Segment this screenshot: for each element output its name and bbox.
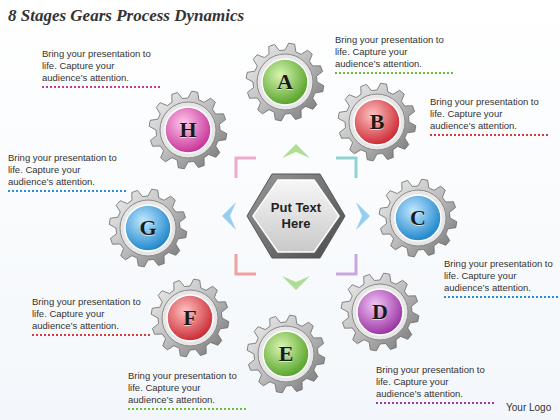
- stage-gear: F: [150, 278, 230, 358]
- chevron-left: [222, 202, 236, 230]
- gear-rim: [258, 326, 314, 382]
- stage-gear: H: [148, 90, 228, 170]
- node-text-holder: Put Text Here: [246, 173, 346, 259]
- gear-teeth: [379, 179, 457, 257]
- gear-rim: [349, 94, 405, 150]
- gear-rim: [120, 200, 176, 256]
- stage-gear: G: [108, 188, 188, 268]
- stage-letter: B: [370, 109, 385, 135]
- stage-letter: D: [372, 299, 388, 325]
- node-text-holder: C: [378, 178, 458, 258]
- node-text-holder: H: [148, 90, 228, 170]
- node-text-holder: A: [245, 42, 325, 122]
- corner-bracket: [336, 158, 356, 178]
- gear-rim: [160, 102, 216, 158]
- logo-placeholder: Your Logo: [506, 402, 551, 413]
- callout-text: Bring your presentation to life. Capture…: [335, 34, 453, 74]
- chevron-down: [282, 276, 310, 290]
- gear-teeth: [338, 83, 416, 161]
- corner-bracket: [236, 158, 256, 178]
- chevron-up: [282, 144, 310, 158]
- gear-teeth: [151, 279, 229, 357]
- stage-gear: C: [378, 178, 458, 258]
- hexagon-face: [253, 180, 339, 252]
- callout-text: Bring your presentation to life. Capture…: [42, 48, 160, 88]
- node-text-holder: E: [246, 314, 326, 394]
- center-text: Put Text Here: [265, 200, 327, 232]
- callout-text: Bring your presentation to life. Capture…: [376, 364, 494, 404]
- gear-teeth: [109, 189, 187, 267]
- node-text-holder: G: [108, 188, 188, 268]
- node-text-holder: D: [340, 272, 420, 352]
- stage-letter: C: [410, 205, 426, 231]
- gear-hub: [395, 195, 441, 241]
- gear-hub: [167, 295, 213, 341]
- hexagon-ring: [247, 174, 345, 258]
- slide-title: 8 Stages Gears Process Dynamics: [8, 6, 244, 26]
- gear-teeth: [341, 273, 419, 351]
- center-brackets: [236, 158, 356, 274]
- stage-letter: A: [277, 69, 293, 95]
- stage-letter: G: [139, 215, 156, 241]
- stage-gear: E: [246, 314, 326, 394]
- gear-hub: [354, 99, 400, 145]
- stage-letter: F: [183, 305, 196, 331]
- gear-hub: [263, 331, 309, 377]
- node-text-holder: F: [150, 278, 230, 358]
- gear-rim: [390, 190, 446, 246]
- callout-text: Bring your presentation to life. Capture…: [8, 152, 126, 192]
- gear-teeth: [247, 315, 325, 393]
- center-hexagon: Put Text Here: [246, 173, 346, 259]
- gear-rim: [257, 54, 313, 110]
- stage-letter: E: [279, 341, 294, 367]
- chevron-right: [356, 202, 370, 230]
- node-text-holder: B: [337, 82, 417, 162]
- stage-gear: B: [337, 82, 417, 162]
- callout-text: Bring your presentation to life. Capture…: [444, 258, 560, 298]
- gear-hub: [357, 289, 403, 335]
- stage-gear: A: [245, 42, 325, 122]
- stage-letter: H: [179, 117, 196, 143]
- gear-rim: [352, 284, 408, 340]
- gear-hub: [262, 59, 308, 105]
- direction-chevrons: [222, 144, 370, 290]
- gear-hub: [125, 205, 171, 251]
- callout-text: Bring your presentation to life. Capture…: [32, 296, 150, 336]
- gear-hub: [165, 107, 211, 153]
- corner-bracket: [336, 254, 356, 274]
- callout-text: Bring your presentation to life. Capture…: [430, 96, 548, 136]
- gear-teeth: [246, 43, 324, 121]
- gear-teeth: [149, 91, 227, 169]
- callout-text: Bring your presentation to life. Capture…: [128, 370, 246, 410]
- gear-rim: [162, 290, 218, 346]
- stage-gear: D: [340, 272, 420, 352]
- corner-bracket: [236, 254, 256, 274]
